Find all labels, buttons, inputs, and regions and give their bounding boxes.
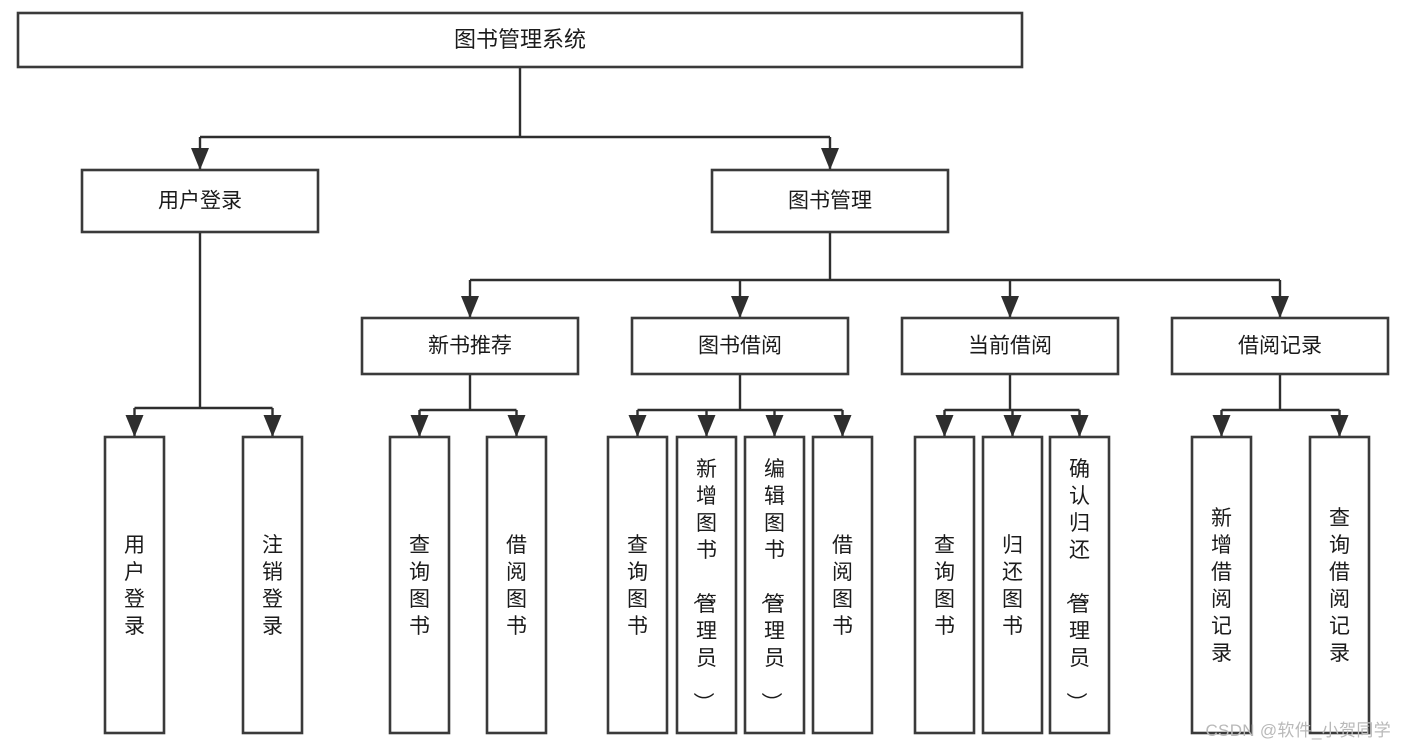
- node-leaf-confirm-return-admin[interactable]: 确认归还（管理员）: [1048, 435, 1111, 735]
- node-user-login[interactable]: 用户登录: [80, 168, 320, 234]
- node-label-leaf-query-book-1: 查询图书: [409, 534, 430, 638]
- node-label-leaf-logout-login: 注销登录: [262, 534, 283, 638]
- node-box-leaf-user-login[interactable]: [103, 435, 166, 735]
- node-box-book-management[interactable]: [710, 168, 950, 234]
- node-label-leaf-confirm-return-admin: 确认归还（管理员）: [1064, 458, 1090, 713]
- node-label-leaf-add-book-admin: 新增图书（管理员）: [691, 458, 717, 713]
- node-box-leaf-query-book-2[interactable]: [606, 435, 669, 735]
- node-box-new-book-recommend[interactable]: [360, 316, 580, 376]
- node-box-borrow-record[interactable]: [1170, 316, 1390, 376]
- node-borrow-record[interactable]: 借阅记录: [1170, 316, 1390, 376]
- node-label-new-book-recommend: 新书推荐: [428, 335, 512, 358]
- node-box-leaf-query-book-3[interactable]: [913, 435, 976, 735]
- node-label-leaf-edit-book-admin: 编辑图书（管理员）: [759, 458, 785, 713]
- node-leaf-query-book-3[interactable]: 查询图书: [913, 435, 976, 735]
- node-leaf-borrow-book-2[interactable]: 借阅图书: [811, 435, 874, 735]
- node-label-root: 图书管理系统: [454, 27, 586, 52]
- node-layer: 图书管理系统用户登录图书管理新书推荐图书借阅当前借阅借阅记录用户登录注销登录查询…: [16, 11, 1390, 735]
- watermark-text: CSDN @软件_小贺同学: [1205, 721, 1391, 740]
- node-box-current-borrow[interactable]: [900, 316, 1120, 376]
- node-box-user-login[interactable]: [80, 168, 320, 234]
- connector-layer: [125, 67, 1349, 437]
- node-label-user-login: 用户登录: [158, 190, 242, 213]
- node-label-leaf-query-borrow-record: 查询借阅记录: [1329, 507, 1350, 665]
- node-box-leaf-query-book-1[interactable]: [388, 435, 451, 735]
- node-label-book-borrow: 图书借阅: [698, 335, 782, 358]
- node-box-leaf-add-book-admin[interactable]: [675, 435, 738, 735]
- node-leaf-user-login[interactable]: 用户登录: [103, 435, 166, 735]
- node-box-leaf-borrow-book-1[interactable]: [485, 435, 548, 735]
- node-label-leaf-return-book: 归还图书: [1002, 534, 1023, 638]
- node-book-management[interactable]: 图书管理: [710, 168, 950, 234]
- node-leaf-edit-book-admin[interactable]: 编辑图书（管理员）: [743, 435, 806, 735]
- node-box-root[interactable]: [16, 11, 1024, 69]
- node-label-book-management: 图书管理: [788, 190, 872, 213]
- node-box-leaf-return-book[interactable]: [981, 435, 1044, 735]
- node-leaf-add-book-admin[interactable]: 新增图书（管理员）: [675, 435, 738, 735]
- node-label-borrow-record: 借阅记录: [1238, 335, 1322, 358]
- node-leaf-return-book[interactable]: 归还图书: [981, 435, 1044, 735]
- node-leaf-add-borrow-record[interactable]: 新增借阅记录: [1190, 435, 1253, 735]
- node-box-book-borrow[interactable]: [630, 316, 850, 376]
- node-box-leaf-query-borrow-record[interactable]: [1308, 435, 1371, 735]
- node-label-leaf-query-book-3: 查询图书: [934, 534, 955, 638]
- node-current-borrow[interactable]: 当前借阅: [900, 316, 1120, 376]
- node-leaf-borrow-book-1[interactable]: 借阅图书: [485, 435, 548, 735]
- node-new-book-recommend[interactable]: 新书推荐: [360, 316, 580, 376]
- node-label-current-borrow: 当前借阅: [968, 335, 1052, 358]
- node-leaf-logout-login[interactable]: 注销登录: [241, 435, 304, 735]
- node-root[interactable]: 图书管理系统: [16, 11, 1024, 69]
- node-leaf-query-borrow-record[interactable]: 查询借阅记录: [1308, 435, 1371, 735]
- node-label-leaf-query-book-2: 查询图书: [627, 534, 648, 638]
- node-box-leaf-confirm-return-admin[interactable]: [1048, 435, 1111, 735]
- node-box-leaf-edit-book-admin[interactable]: [743, 435, 806, 735]
- node-book-borrow[interactable]: 图书借阅: [630, 316, 850, 376]
- node-box-leaf-borrow-book-2[interactable]: [811, 435, 874, 735]
- node-label-leaf-borrow-book-2: 借阅图书: [832, 534, 853, 638]
- node-box-leaf-add-borrow-record[interactable]: [1190, 435, 1253, 735]
- node-box-leaf-logout-login[interactable]: [241, 435, 304, 735]
- node-leaf-query-book-1[interactable]: 查询图书: [388, 435, 451, 735]
- node-leaf-query-book-2[interactable]: 查询图书: [606, 435, 669, 735]
- node-label-leaf-user-login: 用户登录: [124, 534, 145, 638]
- node-label-leaf-borrow-book-1: 借阅图书: [506, 534, 527, 638]
- node-label-leaf-add-borrow-record: 新增借阅记录: [1211, 507, 1232, 665]
